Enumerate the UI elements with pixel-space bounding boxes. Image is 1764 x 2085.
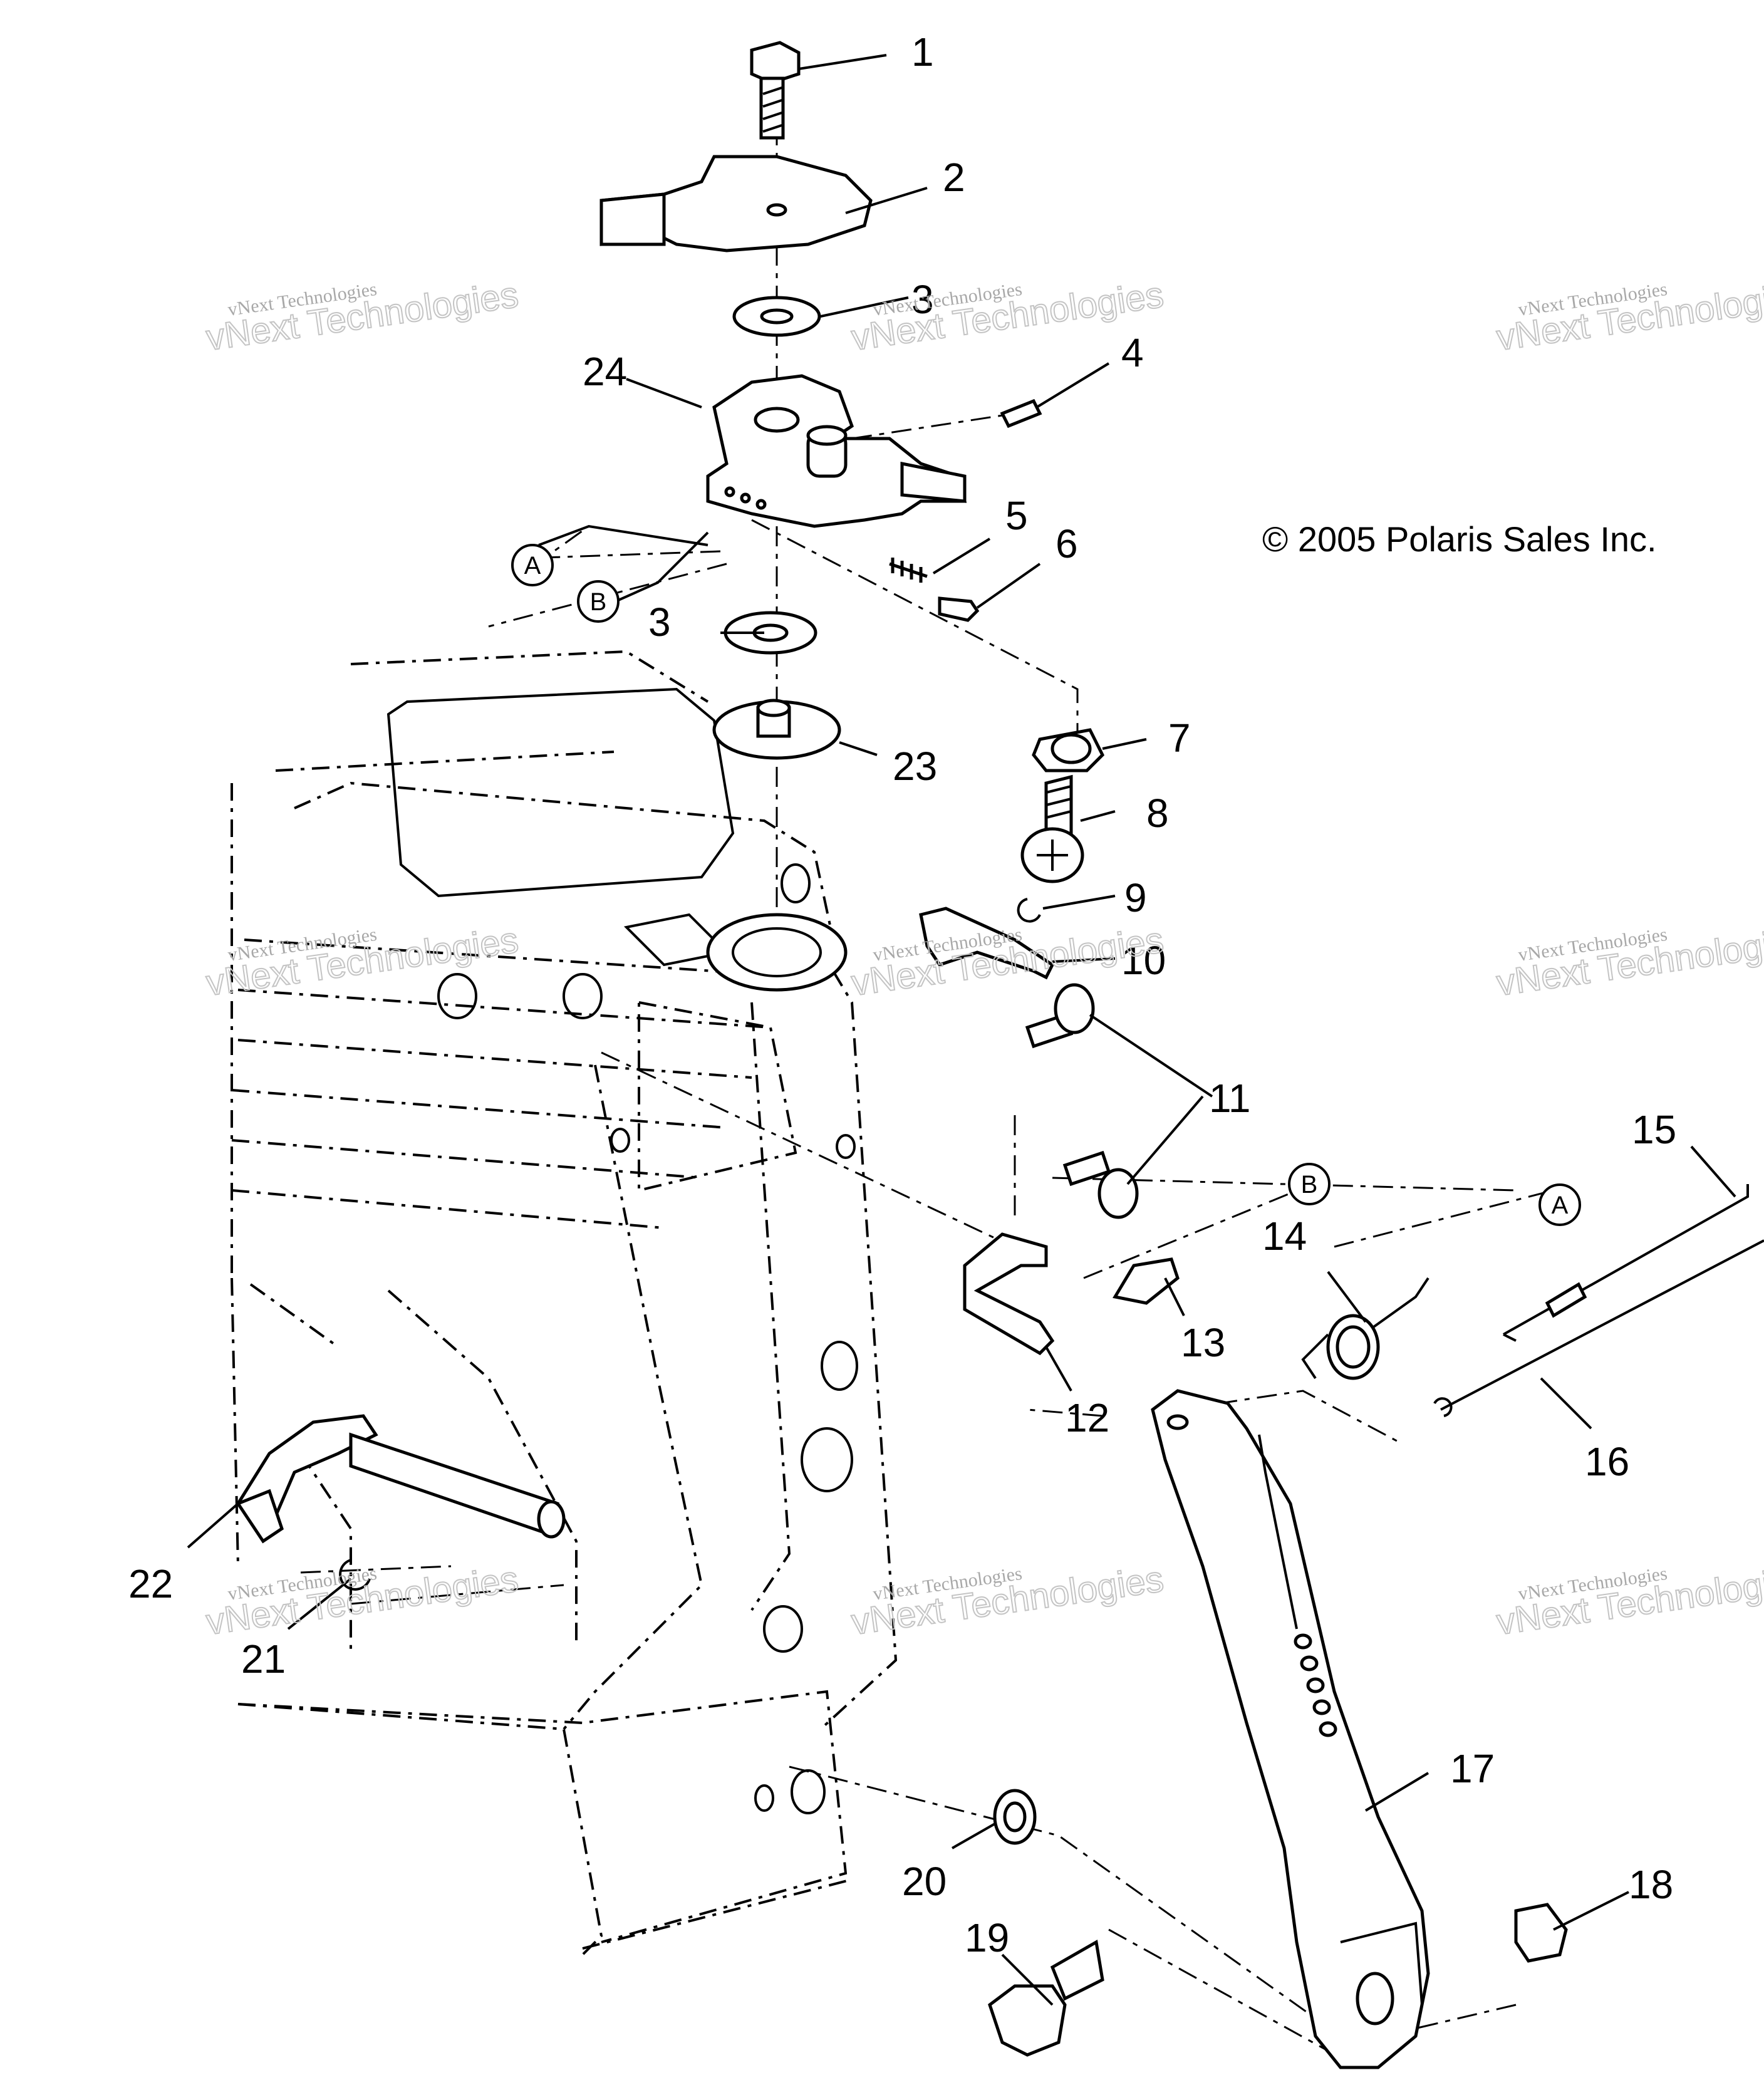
callout-8: 8 xyxy=(1146,791,1169,836)
callout-3b: 3 xyxy=(648,600,671,645)
callout-11: 11 xyxy=(1209,1076,1250,1121)
bolt-11-part xyxy=(1025,983,1139,1219)
watermarks: vNext Technologies vNext Technologies vN… xyxy=(203,274,1764,1643)
spring-13-part xyxy=(1113,1257,1180,1305)
callout-19: 19 xyxy=(965,1915,1009,1960)
svg-text:A: A xyxy=(524,552,541,580)
callout-18: 18 xyxy=(1629,1862,1673,1907)
callout-17: 17 xyxy=(1450,1746,1495,1791)
svg-text:B: B xyxy=(590,588,607,616)
bracket-12-part xyxy=(963,1232,1055,1356)
callout-14: 14 xyxy=(1262,1214,1307,1259)
callout-12: 12 xyxy=(1065,1395,1109,1440)
cover-plate-part xyxy=(599,155,873,252)
square-nut-part xyxy=(1514,1903,1568,1963)
engine-block xyxy=(231,650,898,1956)
callout-2: 2 xyxy=(943,155,965,200)
callout-20: 20 xyxy=(902,1859,947,1904)
callout-labels: 1 2 3 3 4 24 5 6 7 8 9 10 11 23 15 14 13… xyxy=(128,29,1676,1960)
pulley-part xyxy=(712,699,841,760)
callout-16: 16 xyxy=(1585,1439,1629,1484)
callout-23: 23 xyxy=(893,744,937,789)
callout-22: 22 xyxy=(128,1561,173,1606)
callout-6: 6 xyxy=(1056,521,1078,566)
screw-8-part xyxy=(1020,774,1084,883)
ref-circle-a-top: A xyxy=(511,544,554,586)
callout-3a: 3 xyxy=(911,277,934,322)
callout-9: 9 xyxy=(1124,875,1147,920)
callout-5: 5 xyxy=(1005,493,1028,538)
callout-4: 4 xyxy=(1121,330,1144,375)
throttle-lever-part xyxy=(706,374,967,528)
screw-small-part xyxy=(1000,398,1042,429)
torsion-spring-part xyxy=(1301,1277,1429,1380)
link-rod-part xyxy=(1433,1239,1764,1417)
callout-13: 13 xyxy=(1181,1320,1225,1365)
callout-1: 1 xyxy=(911,29,934,75)
svg-text:A: A xyxy=(1552,1192,1569,1219)
ref-circle-b-right: B xyxy=(1288,1163,1331,1205)
copyright-notice: © 2005 Polaris Sales Inc. xyxy=(1262,519,1657,559)
callout-7: 7 xyxy=(1168,715,1191,761)
callout-24: 24 xyxy=(583,349,627,394)
leader-lines xyxy=(187,54,1736,2006)
bracket-10-part xyxy=(919,907,1055,980)
clip-part xyxy=(1017,898,1041,923)
bolt-19-part xyxy=(988,1940,1104,2057)
spring-15-part xyxy=(1545,1282,1587,1318)
callout-21: 21 xyxy=(241,1636,286,1682)
nut-part xyxy=(1032,728,1105,772)
callout-10: 10 xyxy=(1121,938,1166,983)
assembly-lines xyxy=(300,125,1554,2062)
lever-arm-part xyxy=(1151,1389,1430,2069)
governor-shaft-part xyxy=(236,1414,566,1544)
callout-15: 15 xyxy=(1632,1107,1676,1152)
ref-circle-a-right: A xyxy=(1538,1183,1581,1226)
spring-small-part xyxy=(889,558,928,583)
rod-15-part xyxy=(1503,1184,1749,1342)
pin-part xyxy=(938,596,980,622)
governor-disc-part xyxy=(706,913,848,992)
bolt-part xyxy=(750,41,801,140)
svg-text:B: B xyxy=(1301,1171,1318,1198)
ref-circle-b-top: B xyxy=(577,580,620,623)
